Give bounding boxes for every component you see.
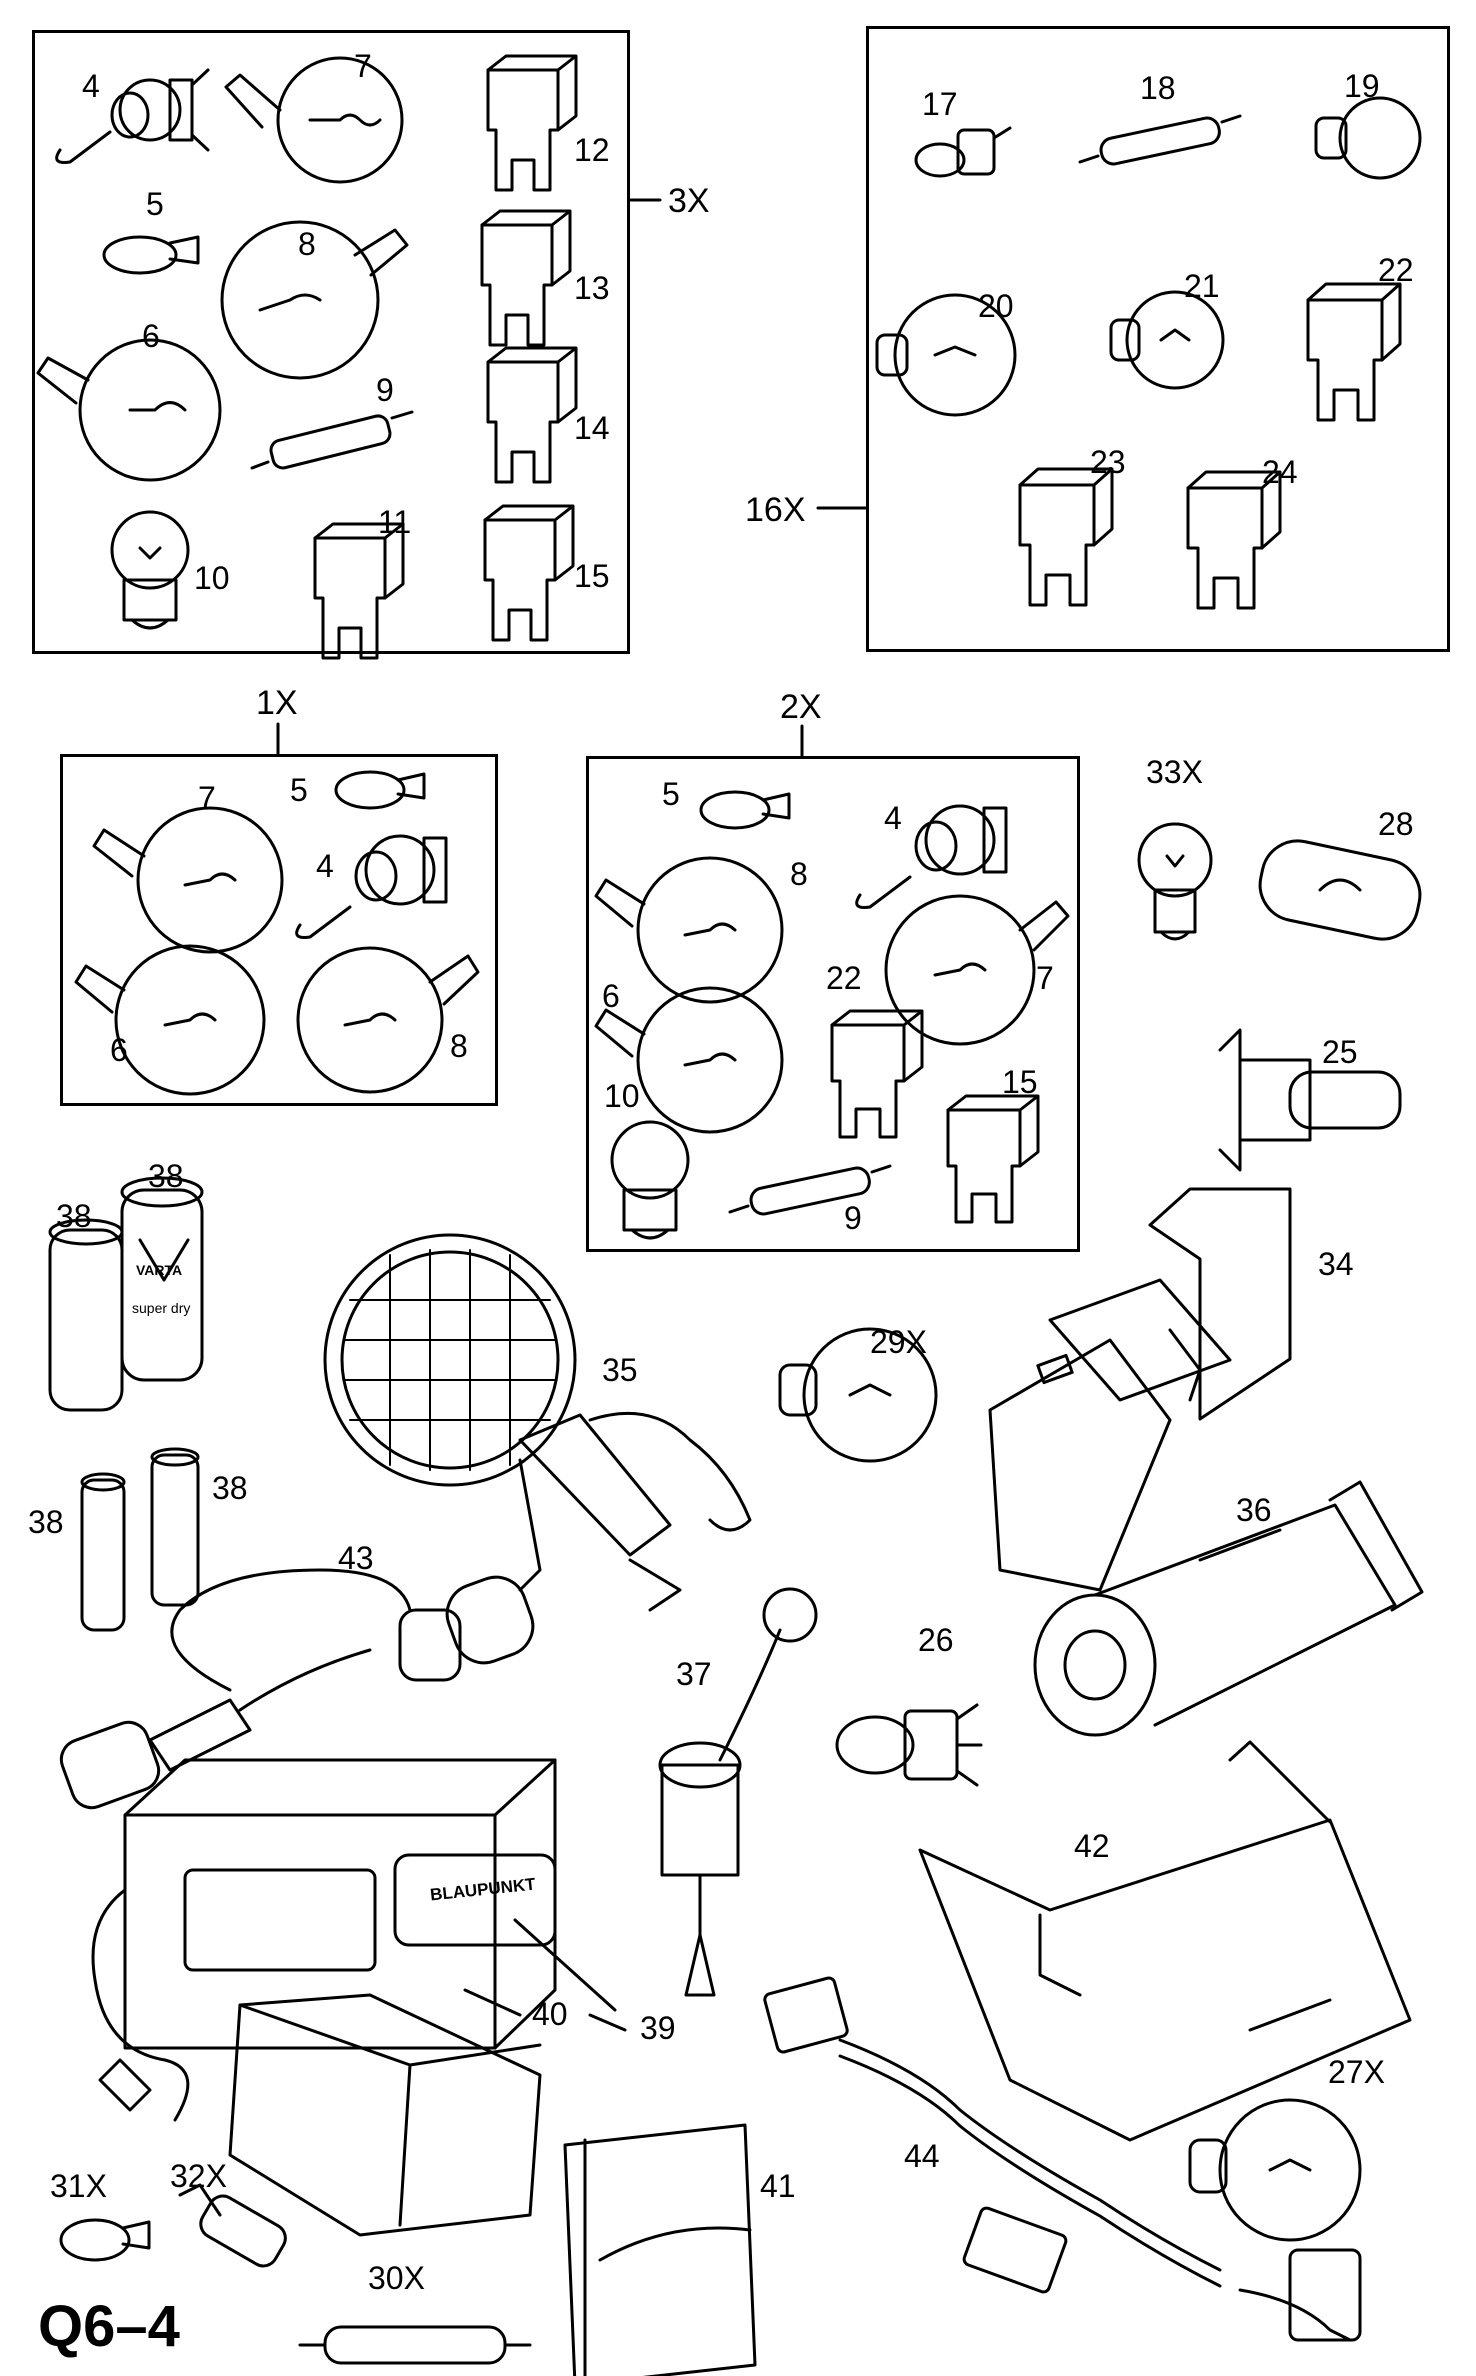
- callout-32x: 32X: [170, 2158, 227, 2194]
- callout-28: 28: [1378, 806, 1414, 842]
- callout-42: 42: [1074, 1828, 1110, 1864]
- callout-43: 43: [338, 1540, 374, 1576]
- callout-kit3-9: 9: [376, 372, 394, 408]
- callout-39: 39: [640, 2010, 676, 2046]
- extension-lead: [56, 1569, 542, 1814]
- batteries: [50, 1178, 202, 1630]
- kit3-parts: [38, 56, 576, 658]
- callout-kit3-5: 5: [146, 186, 164, 222]
- manual-wallet: [565, 2125, 755, 2376]
- callout-38-c: 38: [28, 1504, 64, 1540]
- callout-29x: 29X: [870, 1324, 927, 1360]
- callout-41: 41: [760, 2168, 796, 2204]
- callout-kit16-23: 23: [1090, 444, 1126, 480]
- callout-kit16-19: 19: [1344, 68, 1380, 104]
- work-lamp: [325, 1235, 750, 1610]
- kit-label-2x: 2X: [780, 688, 822, 726]
- callout-kit2-22: 22: [826, 960, 862, 996]
- callout-33x: 33X: [1146, 754, 1203, 790]
- kit-leader-lines: [278, 200, 866, 756]
- callout-kit3-15: 15: [574, 558, 610, 594]
- kit-box-2x: [586, 756, 1080, 1252]
- cigar-lighter: [1035, 1482, 1422, 1735]
- callout-37: 37: [676, 1656, 712, 1692]
- wiring-harness: [763, 1977, 1360, 2340]
- callout-kit3-8: 8: [298, 226, 316, 262]
- callout-26: 26: [918, 1622, 954, 1658]
- callout-34: 34: [1318, 1246, 1354, 1282]
- callout-35: 35: [602, 1352, 638, 1388]
- kit2-parts: [596, 792, 1068, 1238]
- kit1-parts: [76, 772, 478, 1094]
- kit-label-16x: 16X: [745, 491, 806, 529]
- callout-kit2-7: 7: [1036, 960, 1054, 996]
- callout-kit16-18: 18: [1140, 70, 1176, 106]
- callout-kit16-22: 22: [1378, 252, 1414, 288]
- kit-label-1x: 1X: [256, 684, 298, 722]
- callout-kit3-14: 14: [574, 410, 610, 446]
- kit3-fuses: [315, 56, 576, 658]
- callout-38-d: 38: [212, 1470, 248, 1506]
- callout-44: 44: [904, 2138, 940, 2174]
- callout-27x: 27X: [1328, 2054, 1385, 2090]
- callout-kit3-7: 7: [354, 48, 372, 84]
- cd-changer: [93, 1760, 555, 2235]
- callout-kit3-12: 12: [574, 132, 610, 168]
- callout-kit3-4: 4: [82, 68, 100, 104]
- battery-brand: VARTA: [136, 1262, 183, 1278]
- switch-assembly: [990, 1189, 1290, 1590]
- callout-25: 25: [1322, 1034, 1358, 1070]
- callout-kit2-5: 5: [662, 776, 680, 812]
- kit16-parts: [877, 98, 1420, 608]
- callout-kit1-8: 8: [450, 1028, 468, 1064]
- callout-38-b: 38: [148, 1158, 184, 1194]
- callout-kit3-10: 10: [194, 560, 230, 596]
- callout-kit16-17: 17: [922, 86, 958, 122]
- callout-31x: 31X: [50, 2168, 107, 2204]
- callout-36: 36: [1236, 1492, 1272, 1528]
- callout-kit2-4: 4: [884, 800, 902, 836]
- mounting-bracket: [920, 1742, 1410, 2140]
- callout-kit1-7: 7: [198, 780, 216, 816]
- battery-type: super dry: [132, 1300, 191, 1316]
- callout-40: 40: [532, 1996, 568, 2032]
- callout-kit3-13: 13: [574, 270, 610, 306]
- callout-kit1-6: 6: [110, 1032, 128, 1068]
- callout-kit1-4: 4: [316, 848, 334, 884]
- callout-30x: 30X: [368, 2260, 425, 2296]
- kit-label-3x: 3X: [668, 182, 710, 220]
- page-code: Q6–4: [38, 2294, 180, 2359]
- loose-parts: [50, 824, 1427, 2376]
- callout-kit2-10: 10: [604, 1078, 640, 1114]
- callout-kit16-20: 20: [978, 288, 1014, 324]
- accessory-socket: [660, 1589, 816, 1995]
- kit-box-1x: [60, 754, 498, 1106]
- callout-kit2-9: 9: [844, 1200, 862, 1236]
- callout-kit16-24: 24: [1262, 454, 1298, 490]
- callout-38-a: 38: [56, 1198, 92, 1234]
- callout-kit16-21: 21: [1184, 268, 1220, 304]
- callout-kit3-11: 11: [378, 504, 412, 540]
- callout-kit1-5: 5: [290, 772, 308, 808]
- callout-kit2-8: 8: [790, 856, 808, 892]
- callout-kit2-15: 15: [1002, 1064, 1038, 1100]
- callout-kit3-6: 6: [142, 318, 160, 354]
- callout-kit2-6: 6: [602, 978, 620, 1014]
